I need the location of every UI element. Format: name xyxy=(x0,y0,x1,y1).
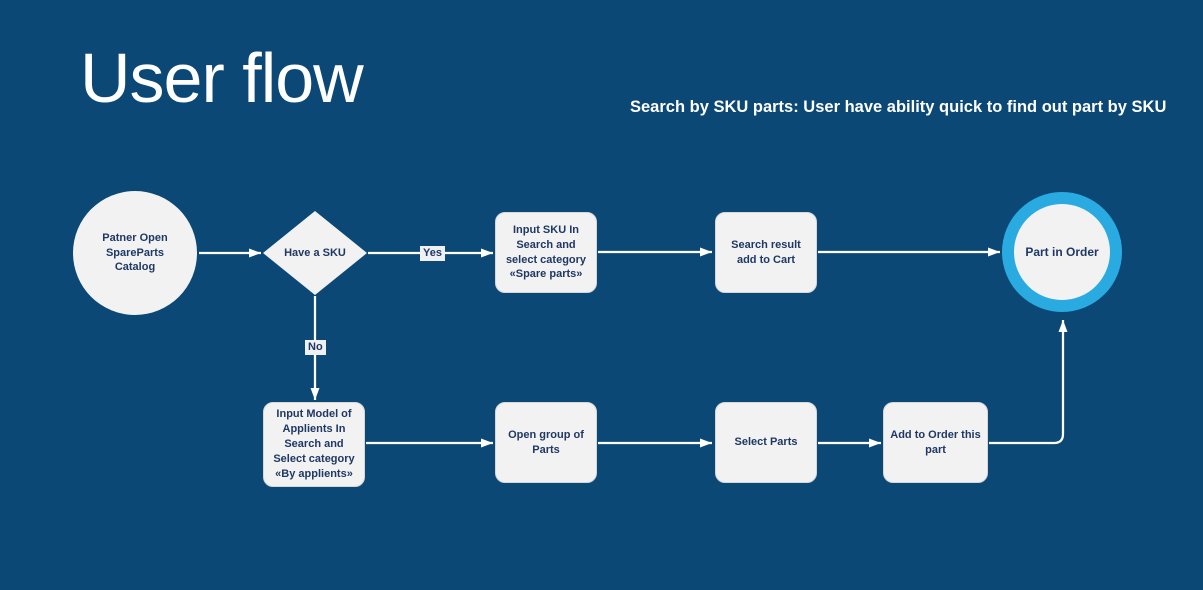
page-subtitle: Search by SKU parts: User have ability q… xyxy=(630,98,1167,116)
flow-node-decision-diamond: Have a SKU xyxy=(263,211,367,295)
flow-node-label: Select Parts xyxy=(734,436,798,449)
flow-node-open-group: Open group of Parts xyxy=(495,402,597,483)
page-title: User flow xyxy=(80,39,364,117)
flow-node-label: Patner Open SpareParts Catalog xyxy=(102,231,168,274)
branch-label-yes: Yes xyxy=(420,246,445,261)
flow-node-input-model: Input Model of Applients In Search and S… xyxy=(263,402,365,487)
flow-node-search-result: Search result add to Cart xyxy=(715,212,817,293)
flow-node-select-parts: Select Parts xyxy=(715,402,817,483)
flow-node-input-sku: Input SKU In Search and select category … xyxy=(495,212,597,293)
flow-node-part-in-order: Part in Order xyxy=(1002,192,1122,312)
flow-node-start-circle: Patner Open SpareParts Catalog xyxy=(73,191,197,315)
flow-node-label: Input SKU In Search and select category … xyxy=(505,223,587,281)
flow-node-label: Search result add to Cart xyxy=(731,238,801,266)
flow-node-label: Have a SKU xyxy=(284,246,346,259)
branch-label-no: No xyxy=(305,340,326,355)
flow-node-label: Part in Order xyxy=(1025,244,1099,259)
flow-node-label: Input Model of Applients In Search and S… xyxy=(273,408,355,480)
flow-node-add-to-order: Add to Order this part xyxy=(883,402,988,483)
flow-node-label: Add to Order this part xyxy=(890,428,981,456)
flow-node-label: Open group of Parts xyxy=(508,428,584,456)
edge-add-to-part-in-order xyxy=(989,320,1068,445)
